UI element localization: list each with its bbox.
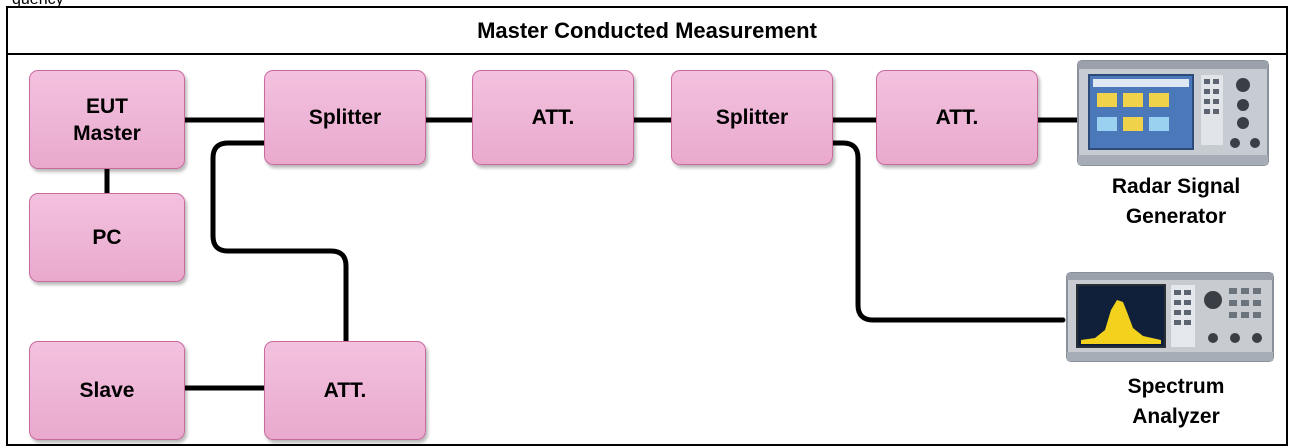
radar-label-line1: Radar Signal: [1111, 175, 1241, 198]
partial-top-text: quency: [12, 0, 64, 9]
eut-master-label-line2: Master: [73, 121, 141, 145]
splitter-block-2: Splitter: [671, 70, 833, 165]
splitter-block-1: Splitter: [264, 70, 426, 165]
splitter-2-label: Splitter: [715, 106, 789, 129]
wire-splitter2-spectrum: [829, 140, 1066, 323]
spectrum-analyzer-label: Spectrum Analyzer: [1060, 372, 1292, 432]
att-1-label: ATT.: [531, 106, 575, 129]
att-block-1: ATT.: [472, 70, 634, 165]
spectrum-label-line2: Analyzer: [1132, 405, 1220, 428]
eut-master-label-line1: EUT: [85, 94, 128, 118]
eut-master-block: EUT Master: [29, 70, 185, 169]
att-3-label: ATT.: [323, 379, 367, 402]
spectrum-label-line1: Spectrum: [1127, 375, 1225, 398]
radar-label-line2: Generator: [1125, 205, 1227, 228]
radar-signal-generator-label: Radar Signal Generator: [1060, 172, 1292, 232]
diagram-frame: Master Conducted Measurement: [6, 6, 1288, 446]
splitter-1-label: Splitter: [308, 106, 382, 129]
spectrum-analyzer-icon: [1066, 272, 1274, 362]
pc-label: PC: [92, 226, 122, 249]
radar-signal-generator-icon: [1077, 60, 1269, 166]
att-2-label: ATT.: [935, 106, 979, 129]
diagram-title: Master Conducted Measurement: [8, 8, 1286, 55]
pc-block: PC: [29, 193, 185, 282]
att-block-3: ATT.: [264, 341, 426, 440]
att-block-2: ATT.: [876, 70, 1038, 165]
wire-splitter1-att-slave: [210, 140, 349, 344]
slave-block: Slave: [29, 341, 185, 440]
slave-label: Slave: [79, 379, 135, 402]
